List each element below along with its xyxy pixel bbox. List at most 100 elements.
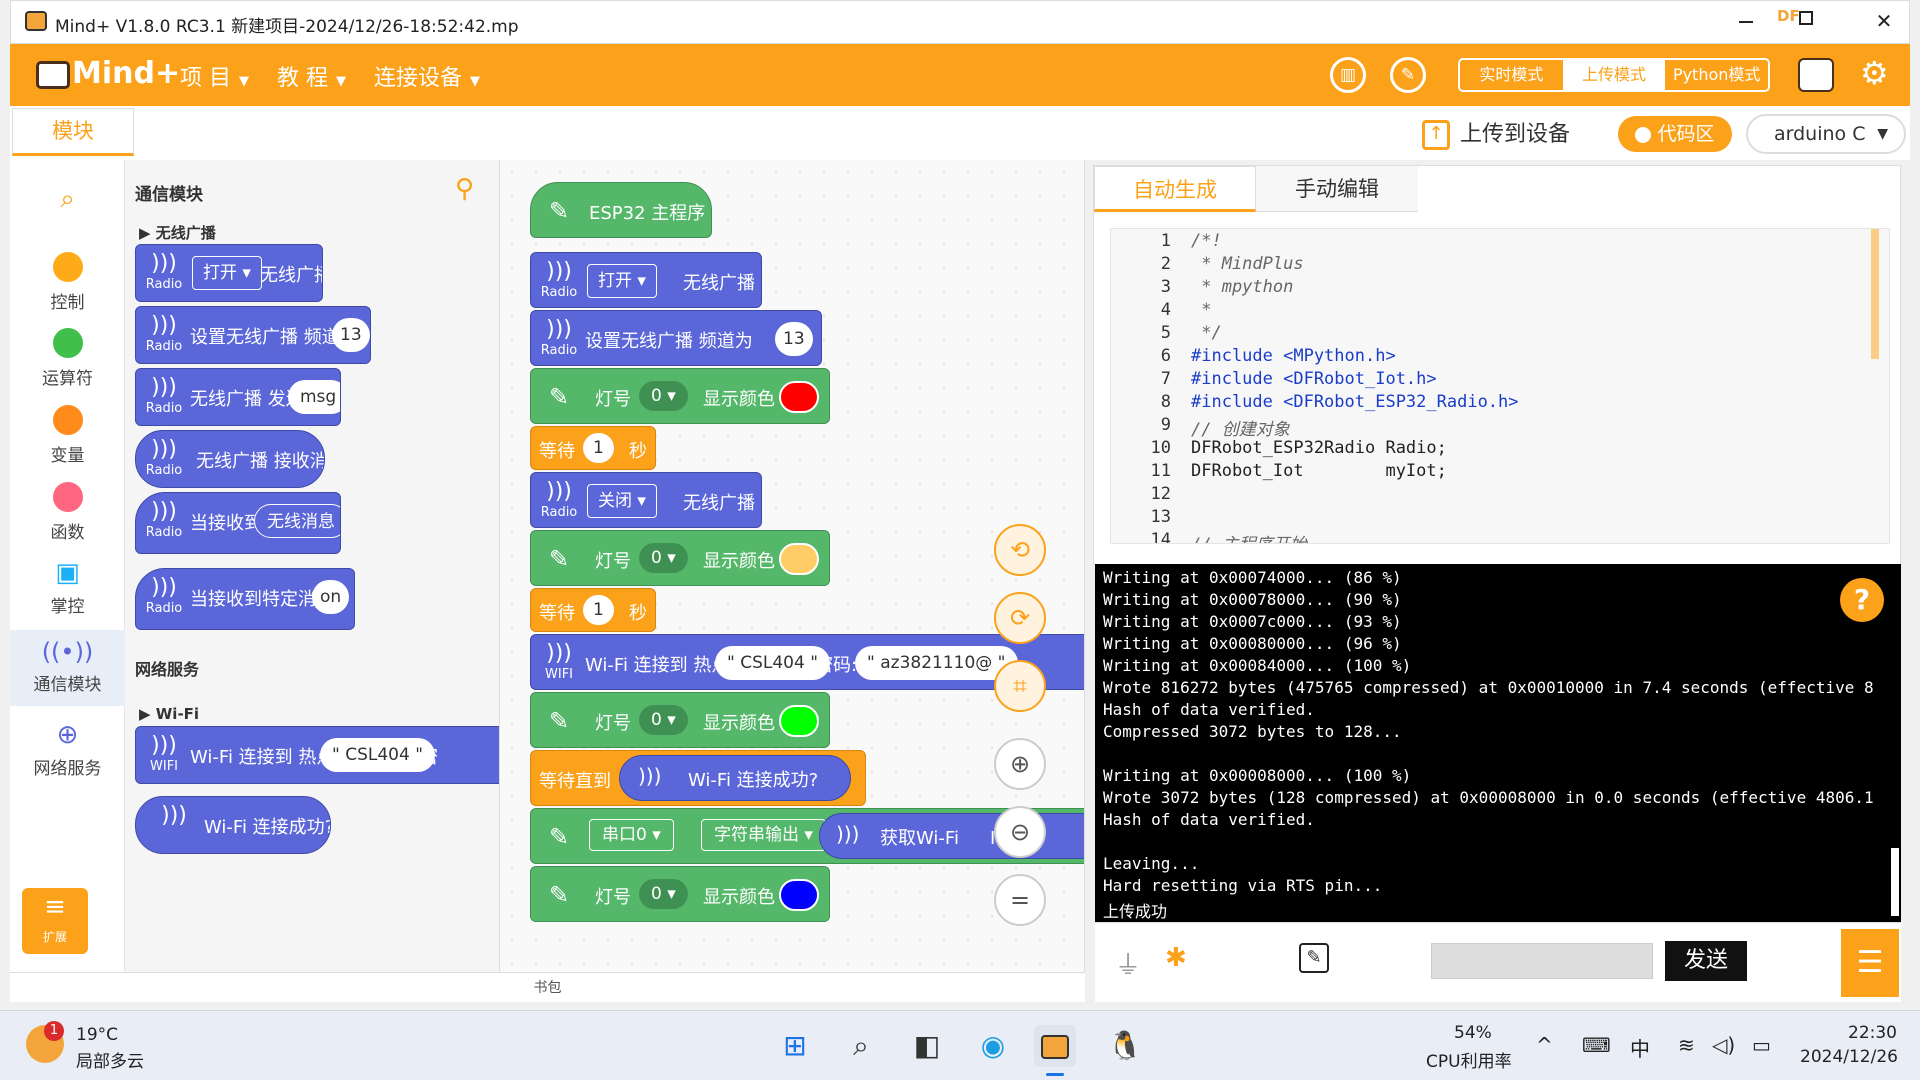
- password-input[interactable]: " az3821110@ ": [855, 646, 1018, 680]
- ws-block-radio-open[interactable]: )))Radio 打开 ▾ 无线广播: [530, 252, 762, 308]
- block-wifi-connect[interactable]: )))WIFI Wi-Fi 连接到 热点: " CSL404 " 密: [135, 726, 499, 784]
- msg-input[interactable]: msg: [288, 380, 340, 414]
- disconnect-icon[interactable]: ✱: [1165, 943, 1187, 973]
- tab-modules[interactable]: 模块: [12, 108, 134, 156]
- color-swatch-orange[interactable]: [779, 543, 819, 575]
- clock-time[interactable]: 22:30: [1848, 1023, 1897, 1043]
- windows-start-icon[interactable]: ⊞: [783, 1029, 807, 1062]
- qq-icon[interactable]: 🐧: [1107, 1029, 1143, 1062]
- weather-icon[interactable]: 1: [26, 1021, 64, 1063]
- dropdown-open[interactable]: 打开 ▾: [587, 264, 657, 298]
- ws-block-serial-print[interactable]: ✎ 串口0 ▾ 字符串输出 ▾ ))) 获取Wi-Fi IP 地: [530, 808, 1084, 864]
- block-radio-open[interactable]: )))Radio 打开 ▾ 无线广播: [135, 244, 323, 302]
- code-scrollbar[interactable]: [1871, 229, 1879, 359]
- task-view-icon[interactable]: ◧: [913, 1029, 941, 1062]
- ws-block-led-red[interactable]: ✎ 灯号 0 ▾ 显示颜色: [530, 368, 830, 424]
- color-swatch-red[interactable]: [779, 381, 819, 413]
- block-when-specific-msg[interactable]: )))Radio 当接收到特定消息 on: [135, 568, 355, 630]
- mode-upload[interactable]: 上传模式: [1562, 60, 1666, 90]
- color-swatch-green[interactable]: [779, 705, 819, 737]
- ws-block-set-channel[interactable]: )))Radio 设置无线广播 频道为 13: [530, 310, 822, 366]
- battery-icon[interactable]: ▭: [1752, 1033, 1771, 1057]
- backpack-bar[interactable]: 书包: [10, 972, 1085, 1002]
- category-network[interactable]: ⊕网络服务: [10, 720, 125, 779]
- category-variables[interactable]: 变量: [10, 405, 125, 466]
- crop-button[interactable]: ⌗: [994, 660, 1046, 712]
- close-icon[interactable]: ✕: [1875, 9, 1893, 33]
- channel-input[interactable]: 13: [332, 318, 370, 352]
- zoom-in-button[interactable]: ⊕: [994, 738, 1046, 790]
- extension-button[interactable]: ≡扩展: [22, 888, 88, 954]
- block-wifi-connected[interactable]: ))) Wi-Fi 连接成功?: [135, 796, 331, 854]
- ws-block-radio-close[interactable]: )))Radio 关闭 ▾ 无线广播: [530, 472, 762, 528]
- menu-project[interactable]: 项 目▼: [180, 66, 249, 91]
- edit-icon[interactable]: ✎: [1390, 57, 1426, 93]
- ws-block-wait-1[interactable]: 等待 1 秒: [530, 426, 656, 470]
- category-control[interactable]: 控制: [10, 252, 125, 313]
- category-functions[interactable]: 函数: [10, 482, 125, 543]
- string-output-dropdown[interactable]: 字符串输出 ▾: [701, 819, 826, 851]
- mindplus-taskbar-icon[interactable]: [1034, 1025, 1076, 1067]
- wait-input[interactable]: 1: [583, 433, 614, 463]
- zoom-reset-button[interactable]: =: [994, 874, 1046, 926]
- settings-gear-icon[interactable]: ⚙: [1860, 54, 1889, 92]
- mode-realtime[interactable]: 实时模式: [1479, 65, 1544, 84]
- keyboard-icon[interactable]: ⌨: [1582, 1033, 1611, 1057]
- wait-input[interactable]: 1: [583, 595, 614, 625]
- ssid-input[interactable]: " CSL404 ": [715, 646, 831, 680]
- menu-tutorial[interactable]: 教 程▼: [277, 66, 346, 91]
- zoom-out-button[interactable]: ⊖: [994, 806, 1046, 858]
- board-select[interactable]: arduino C▼: [1746, 114, 1906, 154]
- course-icon[interactable]: ▥: [1330, 57, 1366, 93]
- minimize-icon[interactable]: [1739, 21, 1753, 23]
- ws-block-led-green[interactable]: ✎ 灯号 0 ▾ 显示颜色: [530, 692, 830, 748]
- maximize-icon[interactable]: [1799, 11, 1813, 25]
- clear-output-icon[interactable]: ✎: [1299, 943, 1329, 973]
- category-search[interactable]: ⌕: [10, 184, 125, 215]
- serial-port-dropdown[interactable]: 串口0 ▾: [589, 819, 674, 851]
- block-when-receive[interactable]: )))Radio 当接收到 无线消息: [135, 492, 341, 554]
- speaker-icon[interactable]: ◁): [1712, 1033, 1736, 1057]
- channel-input[interactable]: 13: [775, 322, 813, 356]
- undo-button[interactable]: ⟲: [994, 524, 1046, 576]
- ws-block-led-orange[interactable]: ✎ 灯号 0 ▾ 显示颜色: [530, 530, 830, 586]
- block-set-channel[interactable]: )))Radio 设置无线广播 频道为 13: [135, 306, 371, 364]
- chevron-up-icon[interactable]: ^: [1536, 1033, 1553, 1057]
- block-radio-send[interactable]: )))Radio 无线广播 发送 msg: [135, 368, 341, 426]
- tab-auto-generate[interactable]: 自动生成: [1094, 166, 1256, 212]
- led-index-dropdown[interactable]: 0 ▾: [639, 879, 688, 909]
- led-index-dropdown[interactable]: 0 ▾: [639, 705, 688, 735]
- ws-block-wait-2[interactable]: 等待 1 秒: [530, 588, 656, 632]
- serial-send-input[interactable]: [1431, 943, 1653, 979]
- list-menu-icon[interactable]: ☰: [1841, 929, 1899, 997]
- block-radio-receive[interactable]: )))Radio 无线广播 接收消息: [135, 430, 325, 488]
- wifi-icon[interactable]: ≋: [1678, 1033, 1695, 1057]
- color-swatch-blue[interactable]: [779, 879, 819, 911]
- script-workspace[interactable]: ✎ ESP32 主程序 )))Radio 打开 ▾ 无线广播 )))Radio …: [500, 160, 1085, 972]
- category-handpy[interactable]: ▣掌控: [10, 558, 125, 617]
- ssid-input[interactable]: " CSL404 ": [320, 738, 436, 772]
- upload-to-device-button[interactable]: ↑上传到设备: [1422, 116, 1570, 150]
- ws-block-wait-until[interactable]: 等待直到 ))) Wi-Fi 连接成功?: [530, 750, 866, 806]
- ws-block-wifi-connect[interactable]: )))WIFI Wi-Fi 连接到 热点: " CSL404 " 密码: " a…: [530, 634, 1084, 690]
- clock-date[interactable]: 2024/12/26: [1800, 1047, 1898, 1067]
- specific-msg-input[interactable]: on: [312, 580, 350, 614]
- tab-manual-edit[interactable]: 手动编辑: [1256, 166, 1418, 212]
- block-esp32-main[interactable]: ✎ ESP32 主程序: [530, 182, 712, 238]
- edge-browser-icon[interactable]: ◉: [980, 1029, 1006, 1062]
- send-button[interactable]: 发送: [1665, 941, 1747, 981]
- mode-python[interactable]: Python模式: [1672, 65, 1761, 84]
- wifi-connected-condition[interactable]: ))) Wi-Fi 连接成功?: [619, 755, 851, 801]
- console-scrollbar[interactable]: [1891, 848, 1899, 916]
- ws-block-led-blue[interactable]: ✎ 灯号 0 ▾ 显示颜色: [530, 866, 830, 922]
- category-operators[interactable]: 运算符: [10, 328, 125, 389]
- code-area-toggle[interactable]: 代码区: [1618, 116, 1732, 152]
- dropdown-open[interactable]: 打开 ▾: [192, 256, 262, 290]
- avatar[interactable]: [1798, 58, 1834, 92]
- led-index-dropdown[interactable]: 0 ▾: [639, 381, 688, 411]
- ime-indicator[interactable]: 中: [1630, 1037, 1650, 1061]
- pin-icon[interactable]: ⚲: [455, 174, 475, 204]
- help-button[interactable]: ?: [1840, 578, 1884, 622]
- usb-icon[interactable]: ⏚: [1115, 951, 1142, 981]
